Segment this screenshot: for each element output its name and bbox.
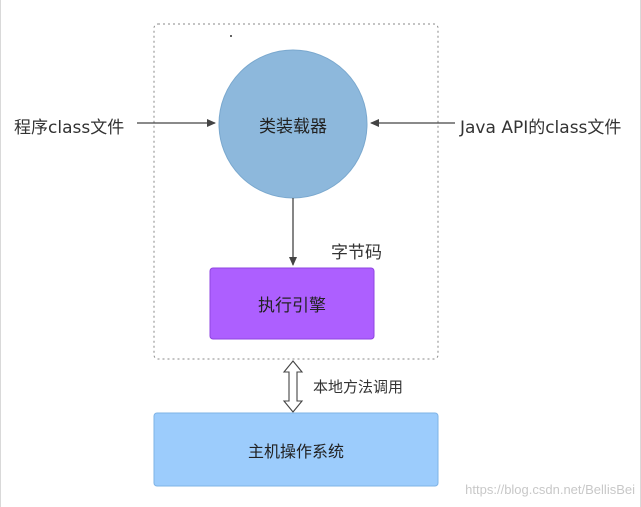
input-right-label: Java API的class文件 (460, 118, 622, 138)
native-call-double-arrow (282, 360, 304, 413)
class-loader-label: 类装载器 (259, 116, 327, 137)
host-os-node (153, 412, 439, 487)
native-call-label: 本地方法调用 (313, 378, 404, 396)
host-os-label: 主机操作系统 (247, 441, 344, 461)
dot-marker (230, 35, 232, 37)
execution-engine-node (209, 267, 375, 340)
bytecode-label: 字节码 (331, 243, 382, 263)
execution-engine-label: 执行引擎 (258, 296, 326, 316)
input-left-label: 程序class文件 (14, 118, 125, 138)
watermark-text: https://blog.csdn.net/BellisBei (465, 482, 635, 497)
jvm-boundary (153, 23, 439, 360)
